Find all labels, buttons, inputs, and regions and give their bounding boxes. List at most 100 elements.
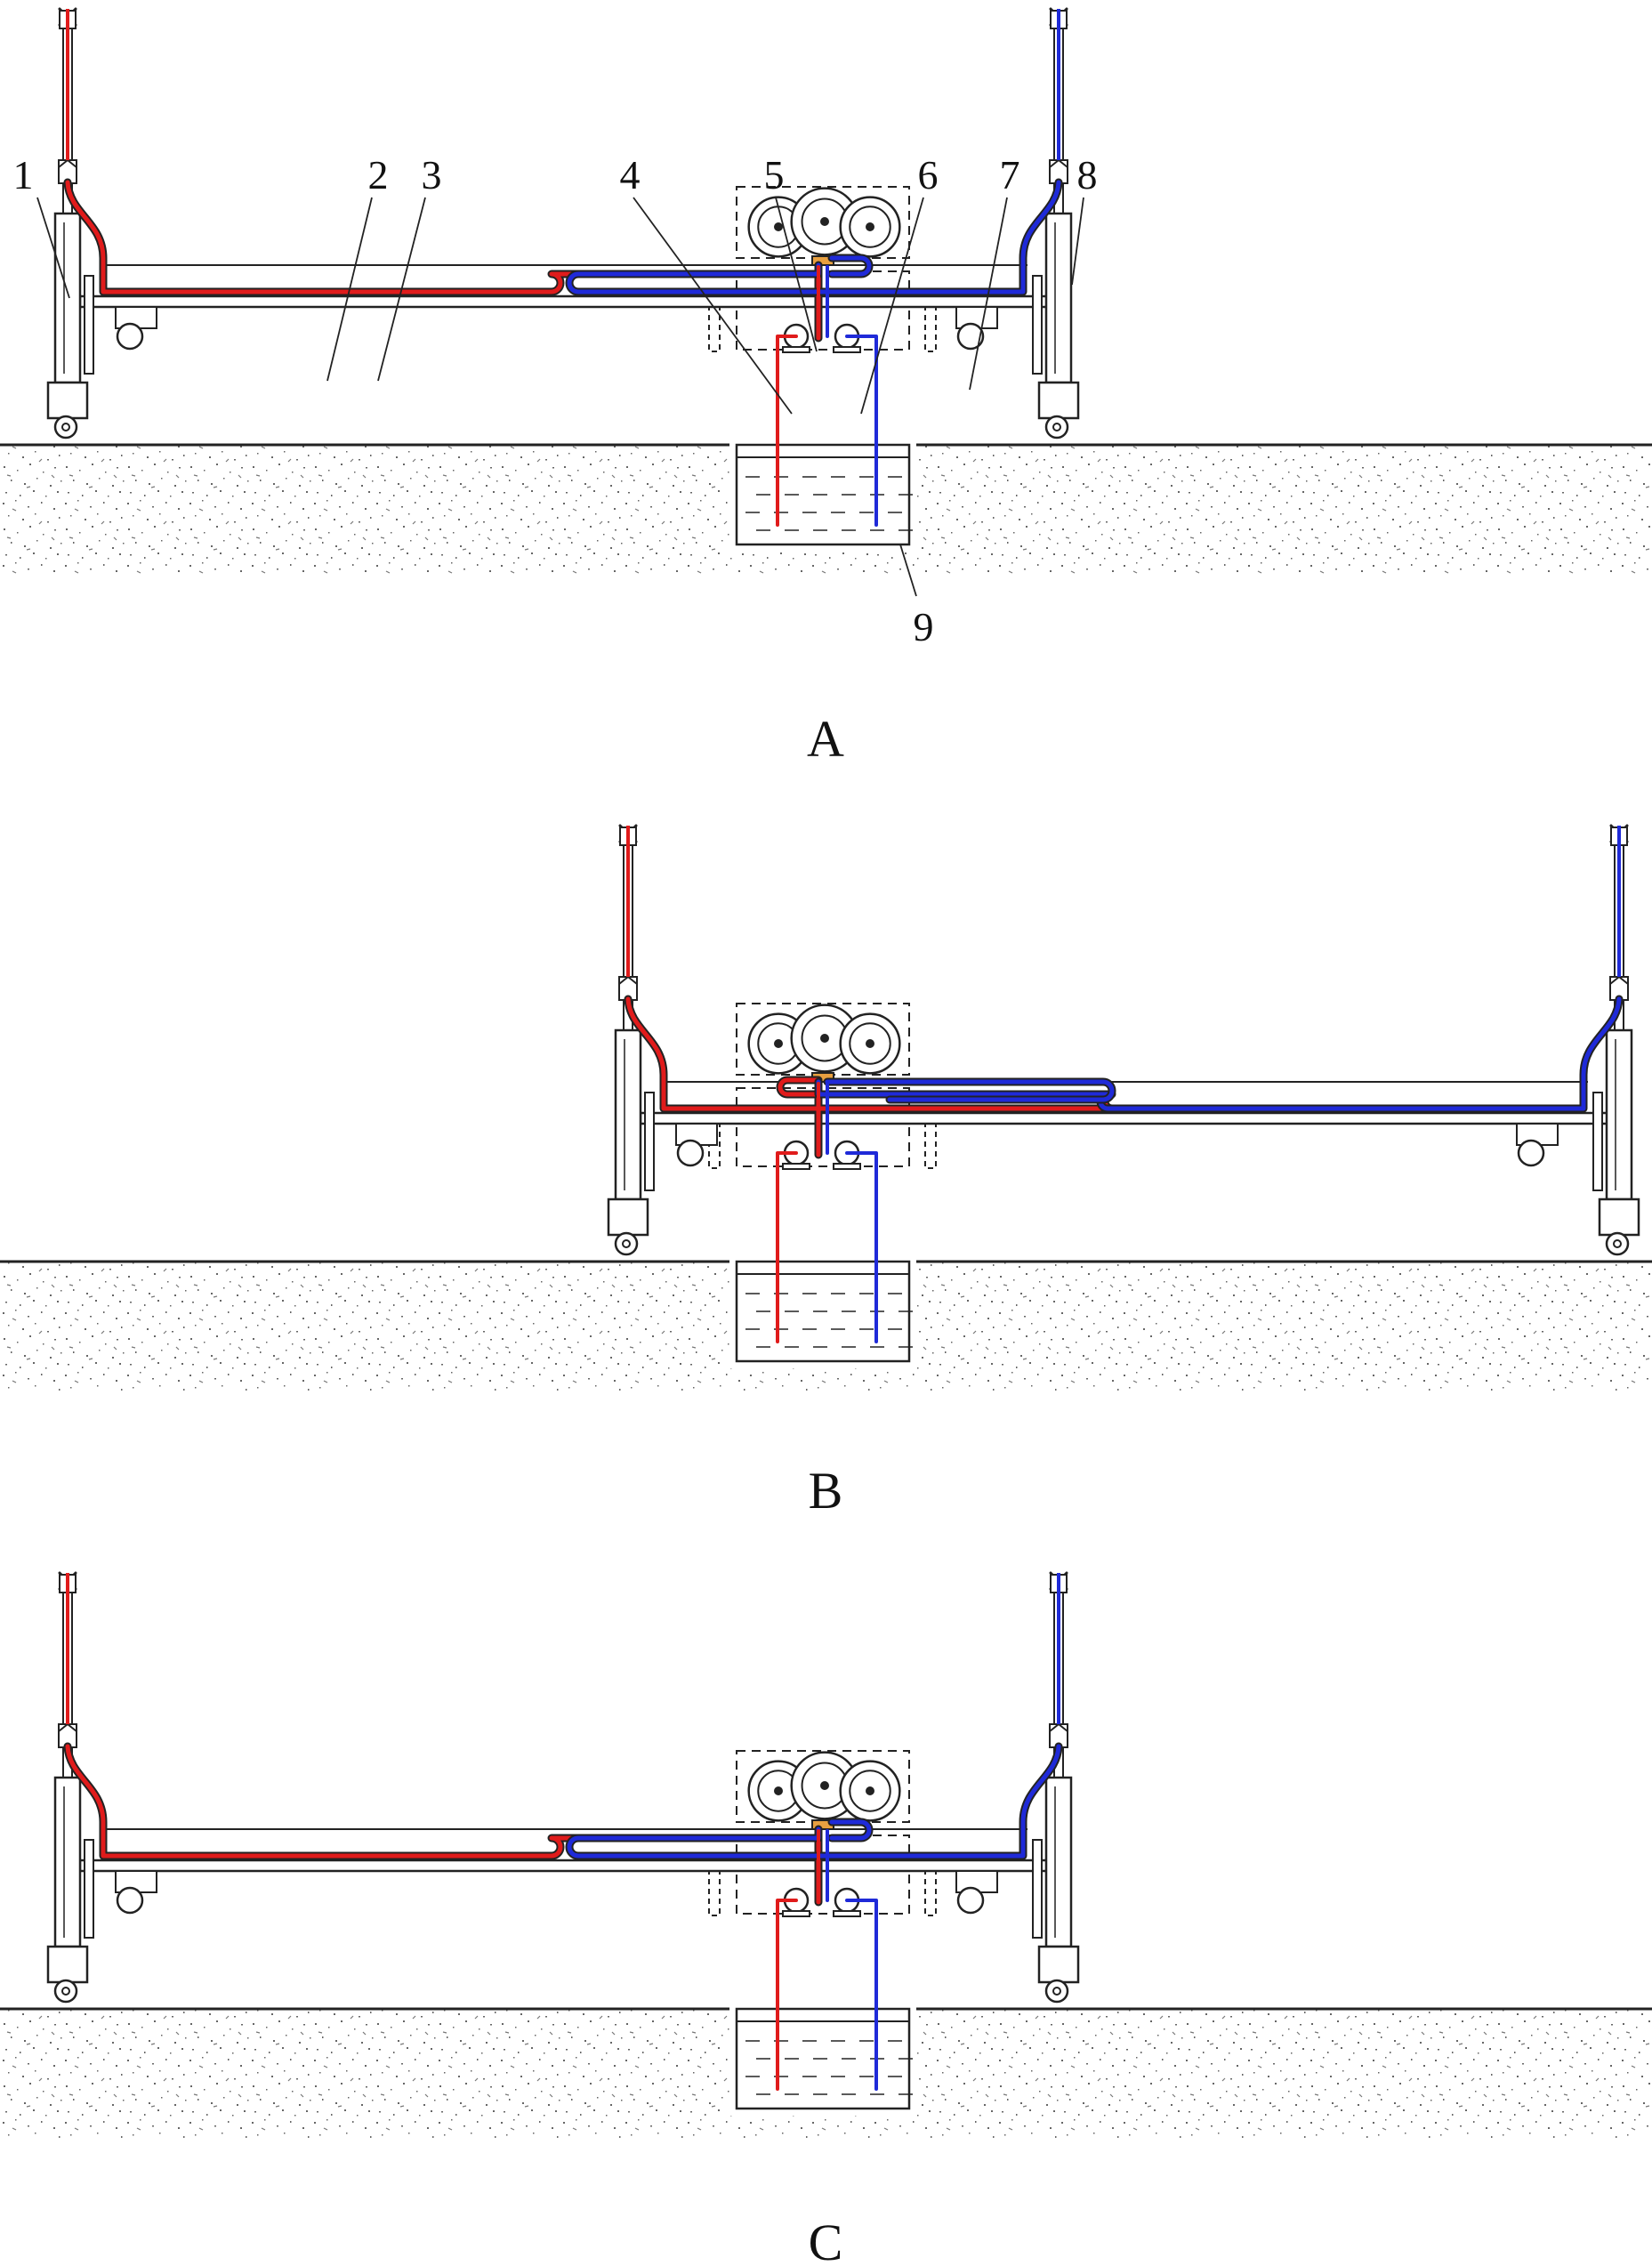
central-unit (708, 1003, 937, 1170)
reel-hub (774, 222, 783, 231)
panel-B: B (0, 824, 1652, 1520)
callout-6: 6 (918, 152, 939, 198)
mast-side-guide (84, 275, 94, 375)
callout-7: 7 (1000, 152, 1020, 198)
callout-2: 2 (368, 152, 389, 198)
reel-hub (774, 1786, 783, 1795)
ground (0, 1260, 1652, 1391)
carriage-beam (78, 1859, 1056, 1873)
ground-fill (0, 445, 1652, 574)
panel-A: A (0, 7, 1652, 768)
red-suction-pipe (776, 1151, 798, 1343)
pump-housing-lower (736, 270, 910, 351)
central-unit (708, 1750, 937, 1917)
carriage-beam (78, 294, 1056, 309)
callout-leader-1 (36, 197, 70, 299)
pump-housing-lower (736, 1087, 910, 1167)
mast-column (1044, 212, 1073, 384)
reel-hub (820, 1034, 829, 1043)
left-mast (46, 1571, 94, 2004)
mast-side-guide (1592, 1092, 1603, 1191)
callout-1: 1 (13, 152, 34, 198)
mast-column (53, 212, 82, 384)
pump-right-base (833, 1910, 861, 1917)
callout-leader-3 (377, 197, 426, 382)
panel-label-C: C (809, 2214, 843, 2266)
mast-base (1037, 381, 1080, 420)
blue-suction-pipe (845, 1899, 878, 2091)
blue-hose (565, 1742, 1063, 1860)
callout-leader-5 (775, 197, 818, 352)
ground-fill (0, 1262, 1652, 1391)
right-mast (1032, 1571, 1080, 2004)
bogie-wheel-0 (116, 1886, 144, 1915)
carriage (78, 264, 1056, 351)
callout-leader-8 (1071, 197, 1084, 286)
pump-right-base (833, 346, 861, 353)
blue-suction-pipe (845, 335, 878, 527)
blue-suction-pipe (845, 1151, 878, 1343)
ground (0, 2007, 1652, 2138)
bogie-wheel-1 (1517, 1139, 1545, 1167)
mast-side-guide (1032, 275, 1043, 375)
red-suction-pipe (776, 1899, 798, 2091)
blue-hose (565, 178, 1063, 296)
pump-left-base (782, 1910, 810, 1917)
bogie-wheel-0 (116, 322, 144, 351)
right-mast (1592, 824, 1640, 1256)
mast-base (607, 1198, 649, 1237)
callout-leader-4 (633, 197, 793, 415)
left-mast (607, 824, 655, 1256)
reel-hub (820, 217, 829, 226)
mast-wheel-hub (61, 1987, 70, 1996)
carriage-beam (639, 1111, 1616, 1125)
mast-base (1598, 1198, 1640, 1237)
pump-left-base (782, 1163, 810, 1170)
carriage (639, 1081, 1616, 1167)
callout-5: 5 (764, 152, 785, 198)
callout-leader-6 (860, 197, 924, 415)
ground-fill (0, 2009, 1652, 2138)
mast-wheel-hub (61, 423, 70, 431)
reel-hub (866, 222, 874, 231)
callout-9: 9 (914, 604, 934, 649)
bogie-wheel-1 (956, 322, 985, 351)
reel-hub (866, 1039, 874, 1048)
pump-housing-lower (736, 1835, 910, 1915)
blue-hose-loop (823, 1077, 1116, 1104)
panel-label-B: B (809, 1462, 843, 1520)
right-mast (1032, 7, 1080, 439)
red-suction-pipe (776, 335, 798, 527)
bogie-wheel-0 (676, 1139, 705, 1167)
red-hose (63, 178, 823, 343)
callout-3: 3 (422, 152, 442, 198)
callout-8: 8 (1077, 152, 1098, 198)
reel-hub (820, 1781, 829, 1790)
blue-hose-loop (827, 254, 874, 278)
mast-side-guide (644, 1092, 655, 1191)
mast-column (1605, 1028, 1633, 1201)
panel-label-A: A (807, 710, 844, 768)
mast-wheel-hub (1052, 1987, 1061, 1996)
mast-column (53, 1776, 82, 1948)
callout-leader-2 (326, 197, 373, 382)
mast-base (46, 1945, 89, 1984)
red-hose (63, 1742, 823, 1907)
pump-right-base (833, 1163, 861, 1170)
callout-leader-7 (969, 197, 1008, 391)
mast-wheel-hub (622, 1239, 631, 1248)
blue-hose (814, 995, 1624, 1113)
pump-left-base (782, 346, 810, 353)
blue-hose-loop (827, 1818, 874, 1843)
mast-side-guide (84, 1839, 94, 1939)
left-mast (46, 7, 94, 439)
reel-hub (866, 1786, 874, 1795)
ground (0, 443, 1652, 574)
mast-column (1044, 1776, 1073, 1948)
mast-column (614, 1028, 642, 1201)
carriage (78, 1828, 1056, 1915)
mast-wheel-hub (1052, 423, 1061, 431)
mast-base (1037, 1945, 1080, 1984)
